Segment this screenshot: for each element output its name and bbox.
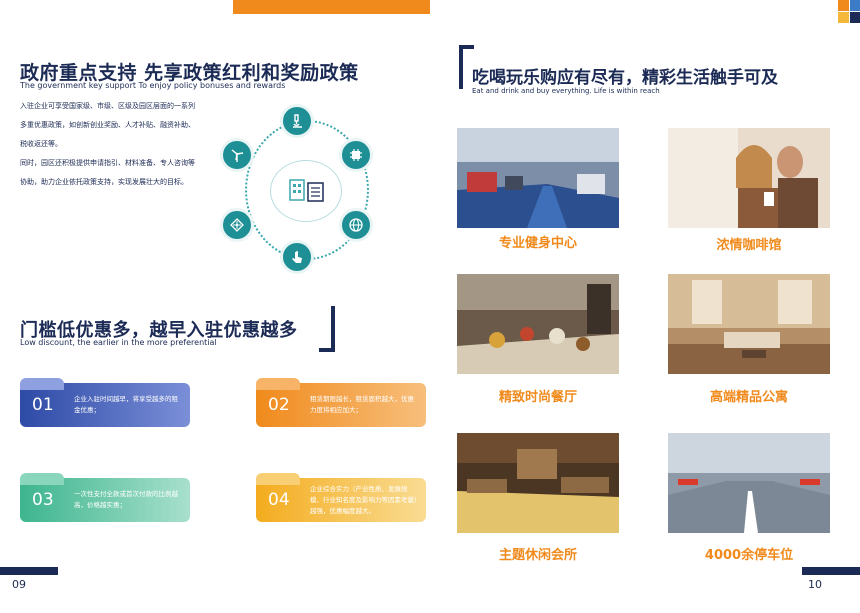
card-text: 租赁期限越长，租赁面积越大，优惠力度将相应加大； <box>310 395 414 414</box>
caption-restaurant: 精致时尚餐厅 <box>498 390 577 405</box>
card-number: 02 <box>268 394 290 415</box>
parking-photo <box>668 433 830 533</box>
microscope-icon <box>280 104 314 138</box>
caption-apartment: 高端精品公寓 <box>709 390 788 405</box>
card-tab <box>256 378 300 390</box>
caption-club: 主题休闲会所 <box>498 548 577 563</box>
left-footer-bar <box>0 567 58 575</box>
center-document-graphic <box>270 160 342 222</box>
gym-photo <box>457 128 619 228</box>
corner-square-blue <box>850 0 860 11</box>
card-tab <box>256 473 300 485</box>
chip-icon <box>339 138 373 172</box>
policy-paragraph-line: 多重优惠政策，如创新创业奖励、人才补贴、融资补助、 <box>20 121 195 129</box>
page-number-right: 10 <box>808 578 822 591</box>
left-title: 政府重点支持 先享政策红利和奖励政策 <box>20 62 359 84</box>
discount-card-01: 01 企业入驻时间越早，将享受越多的租金优惠； <box>20 378 190 427</box>
globe-icon <box>339 208 373 242</box>
club-photo <box>457 433 619 533</box>
top-accent-bar <box>233 0 430 14</box>
restaurant-photo <box>457 274 619 374</box>
left-subtitle-2: Low discount, the earlier in the more pr… <box>20 338 217 347</box>
card-number: 01 <box>32 394 54 415</box>
wind-turbine-icon <box>220 138 254 172</box>
card-text: 一次性支付全款或首次付款的比例越高，价格越实惠； <box>74 490 178 509</box>
left-subtitle: The government key support To enjoy poli… <box>20 81 286 90</box>
card-text: 企业综合实力（产业性质、发展规模、行业知名度及影响力等因素考量）越强，优惠幅度越… <box>310 484 418 515</box>
discount-card-04: 04 企业综合实力（产业性质、发展规模、行业知名度及影响力等因素考量）越强，优惠… <box>256 473 426 522</box>
card-tab <box>20 473 64 485</box>
caption-coffee: 浓情咖啡馆 <box>716 238 782 253</box>
left-title-2: 门槛低优惠多，越早入驻优惠越多 <box>20 320 298 341</box>
discount-card-02: 02 租赁期限越长，租赁面积越大，优惠力度将相应加大； <box>256 378 426 427</box>
corner-square-light <box>838 12 849 23</box>
circuit-icon <box>220 208 254 242</box>
policy-paragraph-line: 同时，园区还积极提供申请指引、材料准备、专人咨询等 <box>20 159 195 167</box>
card-number: 03 <box>32 489 54 510</box>
page-number-left: 09 <box>12 578 26 591</box>
caption-parking: 4000余停车位 <box>704 548 794 563</box>
apartment-photo <box>668 274 830 374</box>
policy-paragraph-line: 入驻企业可享受国家级、市级、区级及园区层面的一系列 <box>20 102 195 110</box>
policy-paragraph-line: 税收返还等。 <box>20 140 62 148</box>
right-footer-bar <box>802 567 860 575</box>
right-title: 吃喝玩乐购应有尽有，精彩生活触手可及 <box>472 68 778 88</box>
title-bracket-decoration <box>319 306 335 352</box>
caption-gym: 专业健身中心 <box>498 236 577 251</box>
card-tab <box>20 378 64 390</box>
right-subtitle: Eat and drink and buy everything. Life i… <box>472 87 660 95</box>
card-text: 企业入驻时间越早，将享受越多的租金优惠； <box>74 395 178 414</box>
document-icon <box>289 179 325 203</box>
right-title-bracket <box>459 45 474 89</box>
corner-square-orange <box>838 0 849 11</box>
card-number: 04 <box>268 489 290 510</box>
coffee-photo <box>668 128 830 228</box>
discount-card-03: 03 一次性支付全款或首次付款的比例越高，价格越实惠； <box>20 473 190 522</box>
policy-paragraph-line: 协助，助力企业依托政策支持，实现发展壮大的目标。 <box>20 178 188 186</box>
touch-icon <box>280 240 314 274</box>
corner-square-navy <box>850 12 860 23</box>
